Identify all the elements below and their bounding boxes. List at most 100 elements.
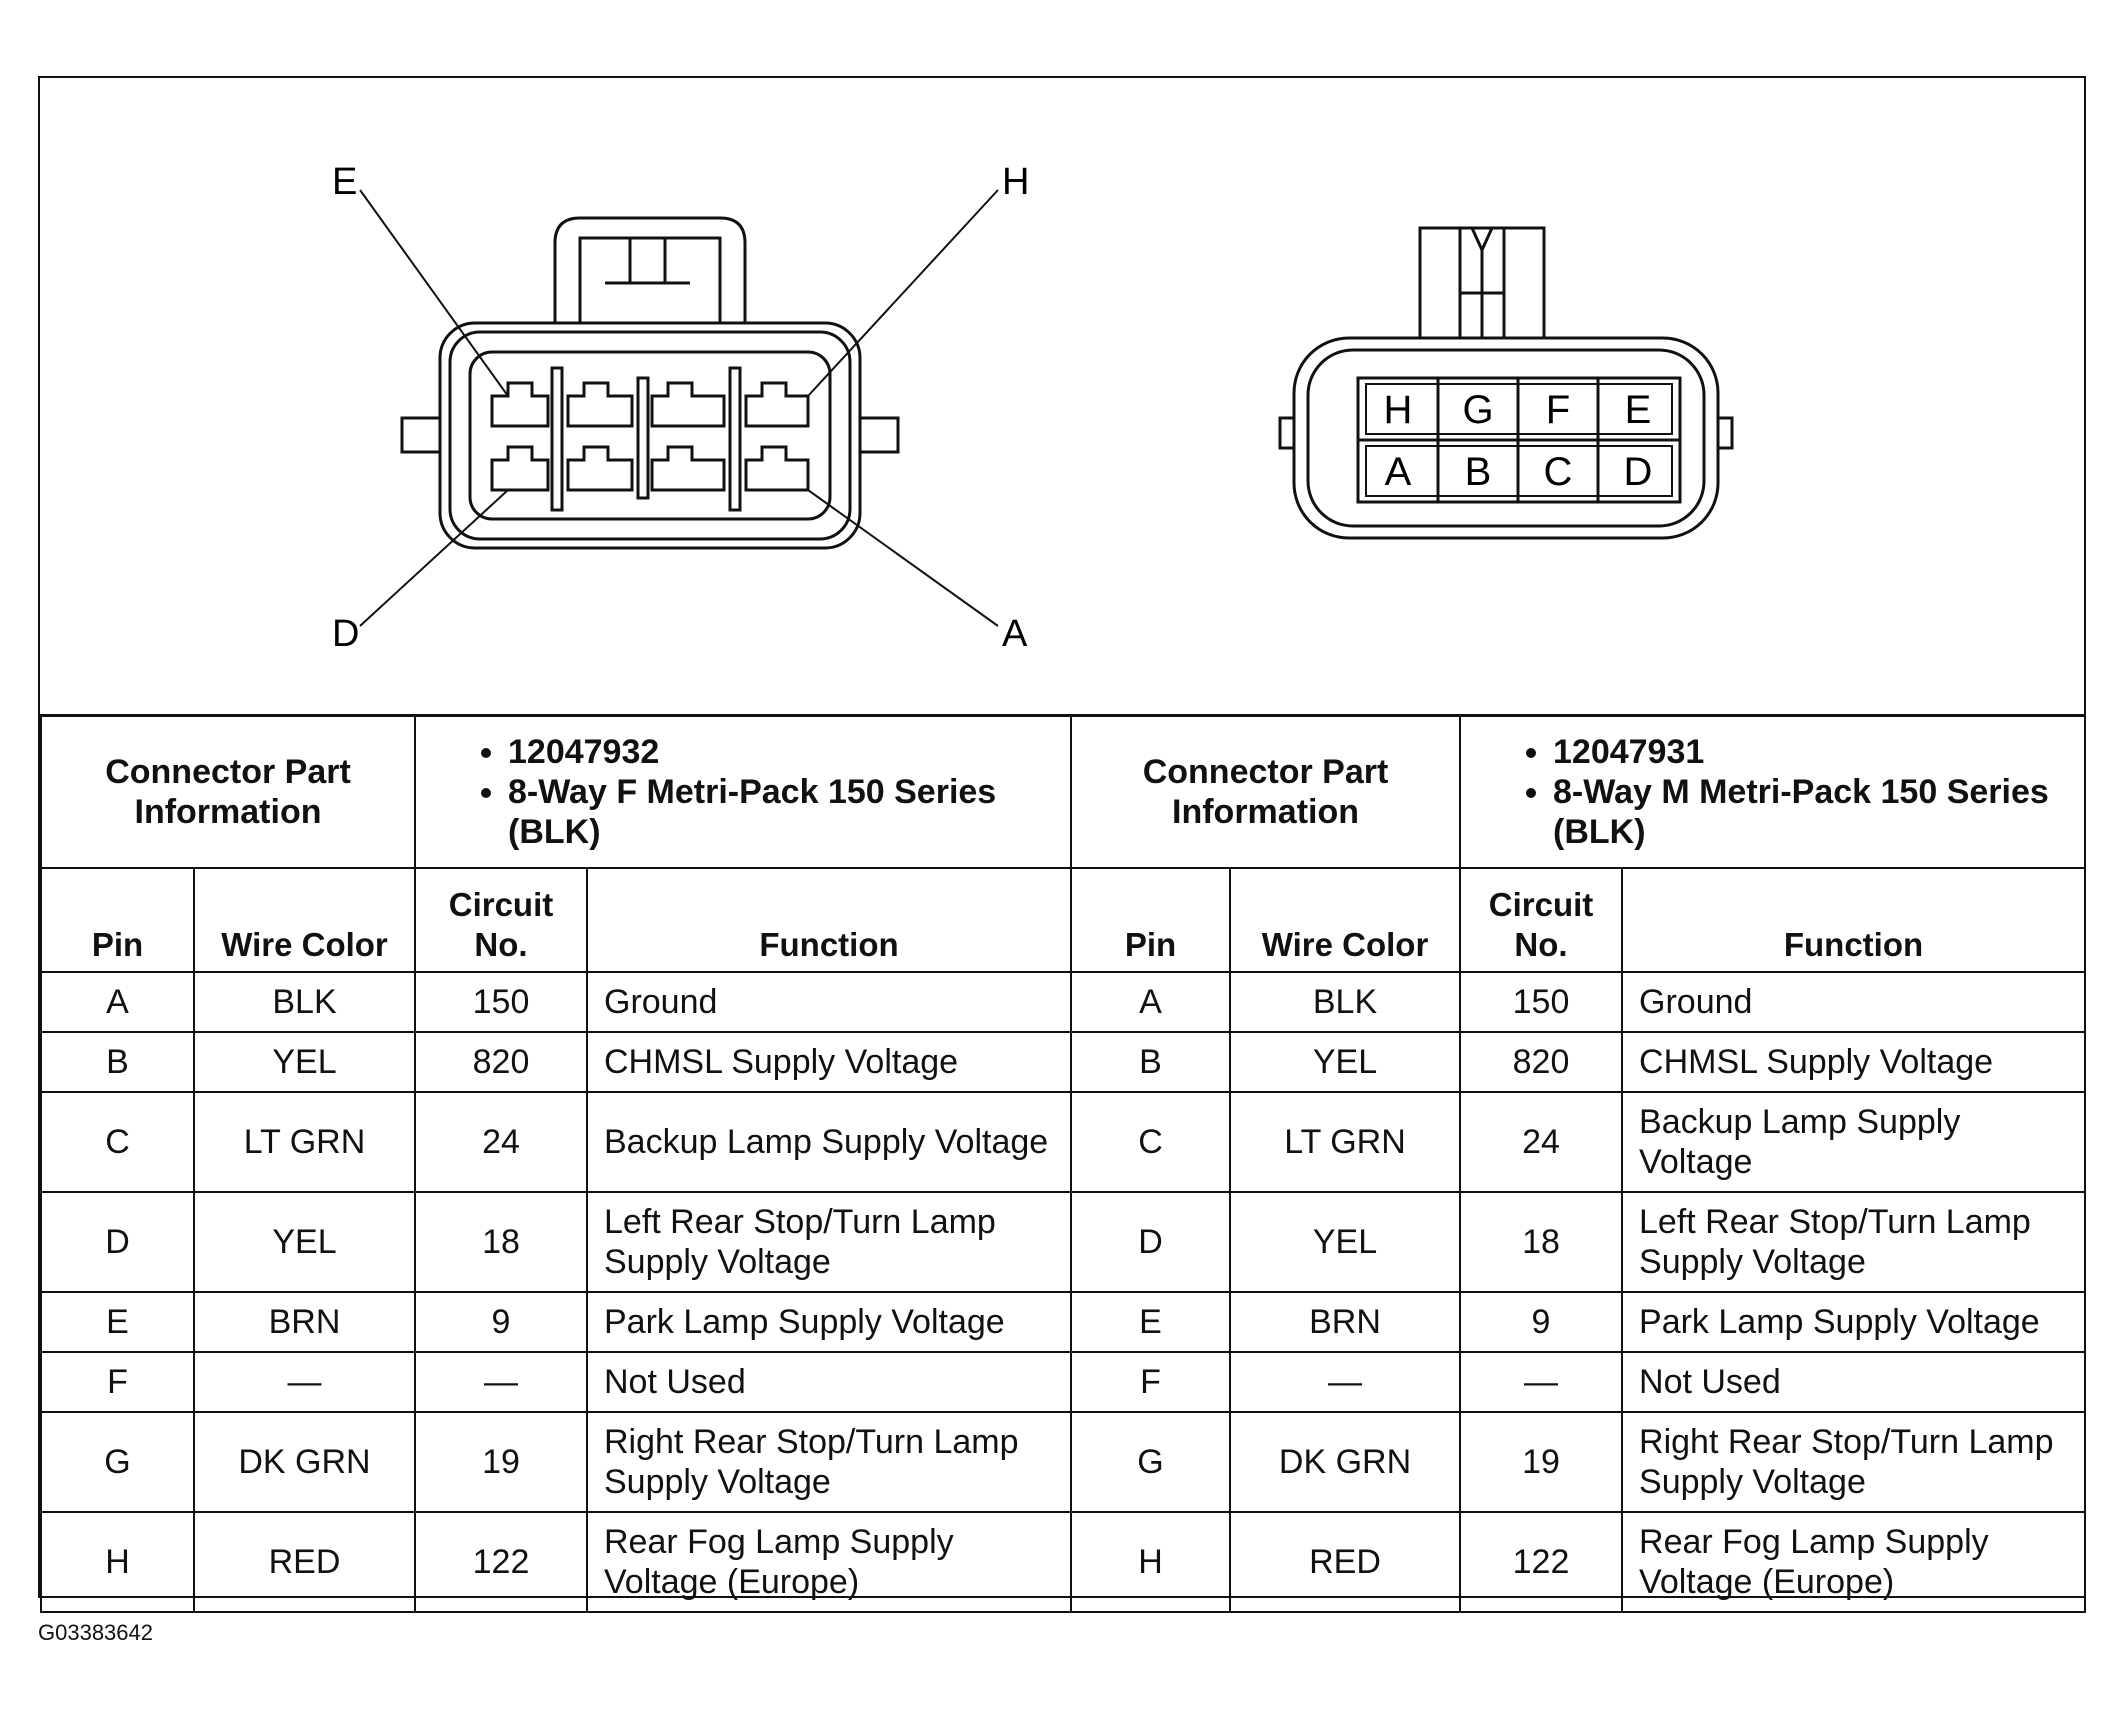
left-cell-pin: A bbox=[40, 971, 195, 1033]
male-cavity-F: F bbox=[1546, 388, 1570, 432]
right-cell-wire: BRN bbox=[1229, 1291, 1462, 1353]
left-cell-function: Rear Fog Lamp Supply Voltage (Europe) bbox=[585, 1511, 1073, 1613]
left-header-pin: Pin bbox=[40, 867, 195, 973]
right-cell-function: Ground bbox=[1621, 971, 2087, 1033]
left-cell-function: Right Rear Stop/Turn Lamp Supply Voltage bbox=[585, 1411, 1073, 1513]
right-cell-circuit: 150 bbox=[1459, 971, 1624, 1033]
column-header-row: Pin Wire Color Circuit No. Function Pin … bbox=[40, 867, 2087, 973]
male-cavity-D: D bbox=[1624, 450, 1653, 494]
right-cell-function: Not Used bbox=[1621, 1351, 2087, 1413]
female-connector-drawing bbox=[359, 189, 999, 627]
right-cell-function: Rear Fog Lamp Supply Voltage (Europe) bbox=[1621, 1511, 2087, 1613]
left-cell-wire: DK GRN bbox=[193, 1411, 416, 1513]
left-cell-function: Backup Lamp Supply Voltage bbox=[585, 1091, 1073, 1193]
right-cell-pin: F bbox=[1070, 1351, 1232, 1413]
left-cell-function: Ground bbox=[585, 971, 1073, 1033]
left-cell-circuit: 19 bbox=[414, 1411, 588, 1513]
left-header-circuit: Circuit No. bbox=[414, 867, 588, 973]
right-cell-circuit: 820 bbox=[1459, 1031, 1624, 1093]
male-connector-drawing bbox=[1278, 226, 1734, 540]
right-cell-circuit: 122 bbox=[1459, 1511, 1624, 1613]
right-cell-pin: B bbox=[1070, 1031, 1232, 1093]
callout-D: D bbox=[332, 613, 359, 655]
part-info-row: Connector Part Information 12047932 8-Wa… bbox=[40, 714, 2087, 869]
right-cell-pin: A bbox=[1070, 971, 1232, 1033]
right-cell-pin: C bbox=[1070, 1091, 1232, 1193]
right-cell-wire: YEL bbox=[1229, 1191, 1462, 1293]
right-header-wire-color: Wire Color bbox=[1229, 867, 1462, 973]
right-cell-circuit: 9 bbox=[1459, 1291, 1624, 1353]
left-cell-circuit: 9 bbox=[414, 1291, 588, 1353]
figure-frame: E H D A bbox=[38, 76, 2087, 1613]
right-cell-wire: — bbox=[1229, 1351, 1462, 1413]
left-cell-pin: C bbox=[40, 1091, 195, 1193]
right-cell-wire: YEL bbox=[1229, 1031, 1462, 1093]
left-cell-pin: F bbox=[40, 1351, 195, 1413]
left-part-number: 12047932 bbox=[508, 732, 1062, 772]
right-cell-pin: H bbox=[1070, 1511, 1232, 1613]
right-part-description: 8-Way M Metri-Pack 150 Series (BLK) bbox=[1553, 772, 2076, 852]
male-cavity-C: C bbox=[1544, 450, 1573, 494]
left-cell-function: Park Lamp Supply Voltage bbox=[585, 1291, 1073, 1353]
left-cell-pin: E bbox=[40, 1291, 195, 1353]
male-cavity-H: H bbox=[1384, 388, 1413, 432]
right-cell-pin: G bbox=[1070, 1411, 1232, 1513]
right-cell-wire: LT GRN bbox=[1229, 1091, 1462, 1193]
figure-id: G03383642 bbox=[38, 1620, 153, 1645]
left-cell-wire: LT GRN bbox=[193, 1091, 416, 1193]
left-cell-pin: G bbox=[40, 1411, 195, 1513]
left-cell-wire: YEL bbox=[193, 1191, 416, 1293]
left-cell-wire: RED bbox=[193, 1511, 416, 1613]
right-part-details: 12047931 8-Way M Metri-Pack 150 Series (… bbox=[1459, 714, 2087, 869]
right-cell-pin: E bbox=[1070, 1291, 1232, 1353]
left-cell-circuit: 820 bbox=[414, 1031, 588, 1093]
right-cell-function: CHMSL Supply Voltage bbox=[1621, 1031, 2087, 1093]
right-cell-wire: RED bbox=[1229, 1511, 1462, 1613]
right-cell-circuit: 24 bbox=[1459, 1091, 1624, 1193]
left-cell-wire: YEL bbox=[193, 1031, 416, 1093]
right-cell-function: Park Lamp Supply Voltage bbox=[1621, 1291, 2087, 1353]
left-cell-function: CHMSL Supply Voltage bbox=[585, 1031, 1073, 1093]
callout-H: H bbox=[1002, 161, 1029, 203]
right-cell-function: Right Rear Stop/Turn Lamp Supply Voltage bbox=[1621, 1411, 2087, 1513]
left-cell-wire: — bbox=[193, 1351, 416, 1413]
right-cell-wire: DK GRN bbox=[1229, 1411, 1462, 1513]
right-cell-pin: D bbox=[1070, 1191, 1232, 1293]
right-cell-function: Backup Lamp Supply Voltage bbox=[1621, 1091, 2087, 1193]
left-cell-pin: H bbox=[40, 1511, 195, 1613]
left-info-label: Connector Part Information bbox=[40, 714, 416, 869]
left-cell-wire: BRN bbox=[193, 1291, 416, 1353]
left-cell-pin: B bbox=[40, 1031, 195, 1093]
pinout-table: Connector Part Information 12047932 8-Wa… bbox=[40, 714, 2087, 1613]
right-info-label: Connector Part Information bbox=[1070, 714, 1462, 869]
left-cell-pin: D bbox=[40, 1191, 195, 1293]
connector-drawings-svg: E H D A bbox=[332, 161, 1734, 655]
left-cell-circuit: 122 bbox=[414, 1511, 588, 1613]
right-cell-circuit: 18 bbox=[1459, 1191, 1624, 1293]
right-header-function: Function bbox=[1621, 867, 2087, 973]
left-header-function: Function bbox=[585, 867, 1073, 973]
male-cavity-B: B bbox=[1465, 450, 1492, 494]
left-part-description: 8-Way F Metri-Pack 150 Series (BLK) bbox=[508, 772, 1062, 852]
left-header-wire-color: Wire Color bbox=[193, 867, 416, 973]
male-cavity-E: E bbox=[1625, 388, 1652, 432]
right-header-circuit: Circuit No. bbox=[1459, 867, 1624, 973]
left-cell-circuit: 150 bbox=[414, 971, 588, 1033]
callout-E: E bbox=[332, 161, 357, 203]
callout-A: A bbox=[1002, 613, 1028, 655]
left-part-details: 12047932 8-Way F Metri-Pack 150 Series (… bbox=[413, 714, 1073, 869]
left-cell-circuit: 18 bbox=[414, 1191, 588, 1293]
connector-diagram: E H D A bbox=[40, 78, 2084, 714]
right-cell-function: Left Rear Stop/Turn Lamp Supply Voltage bbox=[1621, 1191, 2087, 1293]
left-cell-function: Left Rear Stop/Turn Lamp Supply Voltage bbox=[585, 1191, 1073, 1293]
right-header-pin: Pin bbox=[1070, 867, 1232, 973]
male-cavity-G: G bbox=[1462, 388, 1493, 432]
